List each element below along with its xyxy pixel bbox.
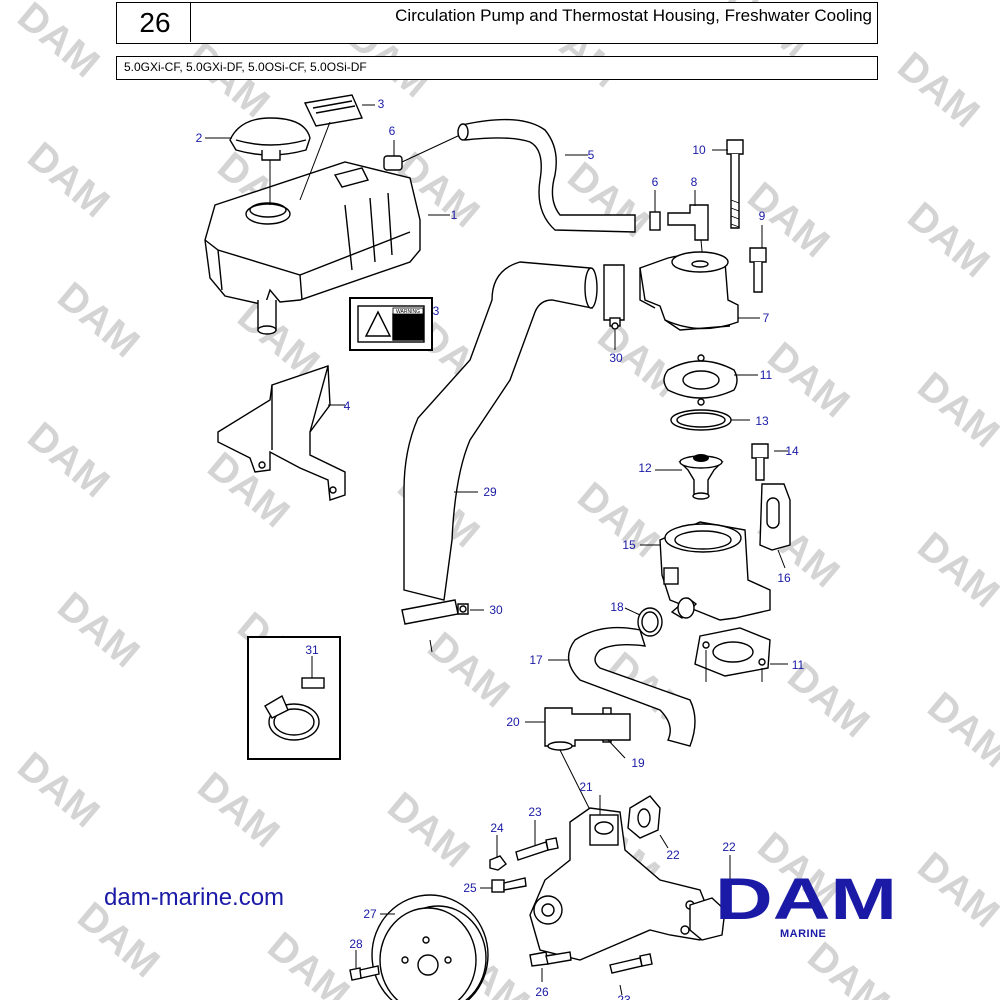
callout-layer: 1233456678910111112131415161718192021222… — [196, 97, 805, 1000]
decal-label-top — [299, 94, 363, 201]
callout-number: 21 — [579, 780, 593, 794]
callout-number: 2 — [196, 131, 203, 145]
website-link[interactable]: dam-marine.com — [104, 884, 285, 911]
mounting-bracket — [217, 365, 346, 501]
bolt-23-upper — [515, 837, 559, 861]
bolt-23-lower — [609, 953, 653, 974]
gasket-upper — [663, 354, 738, 406]
warning-decal — [349, 297, 433, 351]
callout-number: 3 — [378, 97, 385, 111]
dam-marine-logo: DAM — [715, 873, 897, 923]
short-bolt — [749, 247, 767, 293]
brand-sub: MARINE — [780, 928, 827, 940]
callout-number: 5 — [588, 148, 595, 162]
callout-number: 12 — [638, 461, 652, 475]
callout-number: 17 — [529, 653, 543, 667]
model-list: 5.0GXi-CF, 5.0GXi-DF, 5.0OSi-CF, 5.0OSi-… — [124, 60, 367, 74]
spacer-plate — [759, 483, 791, 551]
callout-number: 15 — [622, 538, 636, 552]
hose-clip-upper — [649, 211, 661, 231]
header-box — [116, 2, 878, 44]
brand-logo-text: DAM — [715, 873, 897, 923]
page-number: 26 — [139, 7, 171, 38]
callout-number: 24 — [490, 821, 504, 835]
callout-number: 8 — [691, 175, 698, 189]
warning-decal-text: WARNING — [396, 309, 420, 315]
gasket-lower — [694, 627, 771, 682]
callout-number: 9 — [759, 209, 766, 223]
hose-clip-top — [383, 134, 461, 171]
callout-number: 30 — [489, 603, 503, 617]
hose-clamp-upper — [603, 264, 625, 330]
water-pump — [529, 807, 713, 961]
callout-number: 13 — [755, 414, 769, 428]
callout-number: 10 — [692, 143, 706, 157]
radiator-hose — [403, 261, 598, 653]
clip-detail-box — [247, 636, 341, 760]
callout-number: 6 — [652, 175, 659, 189]
callout-number: 1 — [451, 208, 458, 222]
leader-lines — [205, 104, 788, 996]
callout-number: 14 — [785, 444, 799, 458]
bolt-15 — [751, 443, 769, 481]
nut-25 — [491, 877, 527, 893]
callout-number: 23 — [617, 993, 631, 1000]
callout-number: 22 — [722, 840, 736, 854]
hose-clamp-lower — [401, 599, 469, 625]
callout-number: 11 — [760, 368, 773, 382]
nut-24 — [489, 855, 507, 871]
filler-cap — [229, 117, 311, 205]
lower-hose — [567, 626, 696, 747]
callout-number: 11 — [792, 658, 805, 672]
models-box — [116, 56, 878, 80]
callout-number: 6 — [389, 124, 396, 138]
callout-number: 29 — [483, 485, 497, 499]
callout-number: 19 — [631, 756, 645, 770]
callout-number: 31 — [305, 643, 319, 657]
thermostat-cover — [639, 251, 739, 331]
thermostat — [678, 454, 724, 500]
gasket-22-upper — [627, 795, 661, 839]
bolt-26 — [529, 951, 572, 967]
expansion-tank — [204, 161, 421, 335]
hose-clamp-18 — [637, 607, 663, 637]
thermostat-housing — [659, 521, 771, 621]
callout-number: 18 — [610, 600, 624, 614]
pulley — [371, 894, 489, 1000]
callout-number: 4 — [344, 399, 351, 413]
callout-number: 3 — [433, 304, 440, 318]
long-bolt — [726, 139, 744, 229]
o-ring — [670, 409, 732, 431]
page-title: Circulation Pump and Thermostat Housing,… — [395, 6, 872, 25]
upper-hose — [457, 118, 636, 233]
callout-number: 26 — [535, 985, 549, 999]
callout-number: 22 — [666, 848, 680, 862]
callout-number: 25 — [463, 881, 477, 895]
callout-number: 20 — [506, 715, 520, 729]
callout-number: 16 — [777, 571, 791, 585]
bolt-28 — [349, 965, 380, 981]
callout-number: 7 — [763, 311, 770, 325]
gasket-22-right — [689, 897, 726, 941]
callout-number: 27 — [363, 907, 377, 921]
callout-number: 30 — [609, 351, 623, 365]
elbow-20 — [544, 707, 631, 811]
callout-number: 23 — [528, 805, 542, 819]
page-number-divider — [190, 2, 191, 42]
callout-number: 28 — [349, 937, 363, 951]
